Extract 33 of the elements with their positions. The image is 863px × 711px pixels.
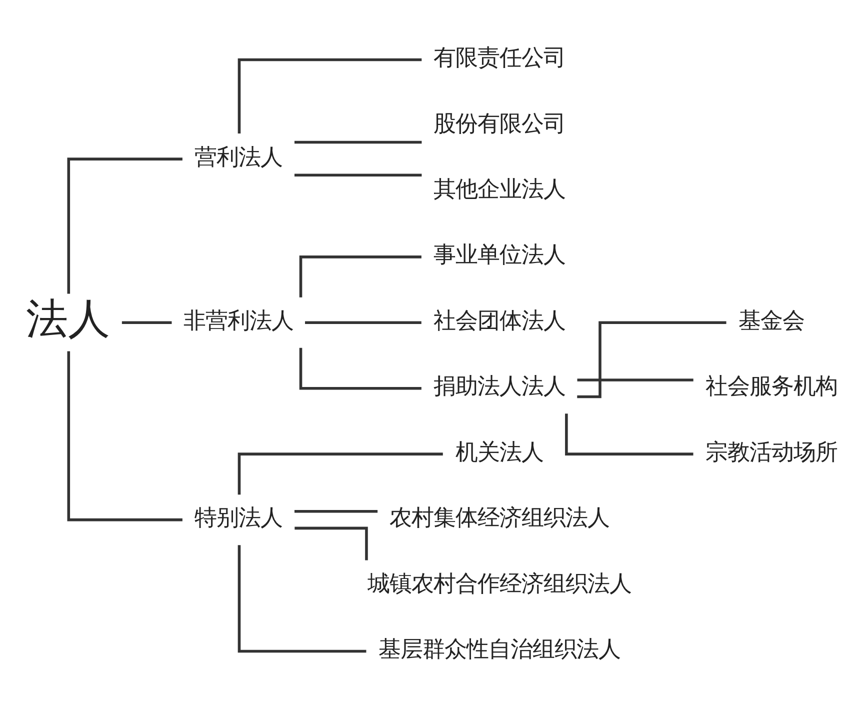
node-text: 事业单位法人	[433, 242, 566, 268]
node-text: 法人	[26, 294, 110, 344]
connector	[294, 140, 422, 144]
node-text: 农村集体经济组织法人	[389, 505, 610, 532]
node-text: 营利法人	[194, 144, 283, 170]
node-text: 基层群众性自治组织法人	[378, 636, 620, 663]
node-text: 特别法人	[194, 505, 283, 532]
connector	[577, 378, 694, 382]
node-text: 城镇农村合作经济组织法人	[367, 570, 632, 597]
connector	[238, 58, 422, 134]
node-text: 基金会	[738, 308, 804, 334]
connector	[67, 351, 182, 522]
node-text: 有限责任公司	[433, 45, 566, 72]
connector	[294, 526, 368, 560]
connector	[294, 510, 378, 513]
node-text: 社会服务机构	[705, 374, 838, 400]
node-text: 捐助法人法人	[433, 374, 566, 400]
connector	[294, 174, 422, 177]
node-text: 股份有限公司	[433, 110, 566, 137]
connector	[577, 321, 726, 398]
node-text: 宗教活动场所	[705, 439, 838, 466]
connector	[67, 158, 182, 294]
connector	[305, 321, 422, 324]
connector	[299, 348, 422, 390]
node-text: 其他企业法人	[433, 176, 566, 203]
connector	[299, 256, 422, 298]
connector	[238, 545, 366, 653]
connector	[122, 321, 172, 324]
node-text: 机关法人	[455, 439, 544, 466]
node-text: 非营利法人	[184, 308, 294, 334]
connector	[238, 452, 443, 495]
node-text: 社会团体法人	[433, 308, 566, 334]
connector	[565, 414, 694, 456]
